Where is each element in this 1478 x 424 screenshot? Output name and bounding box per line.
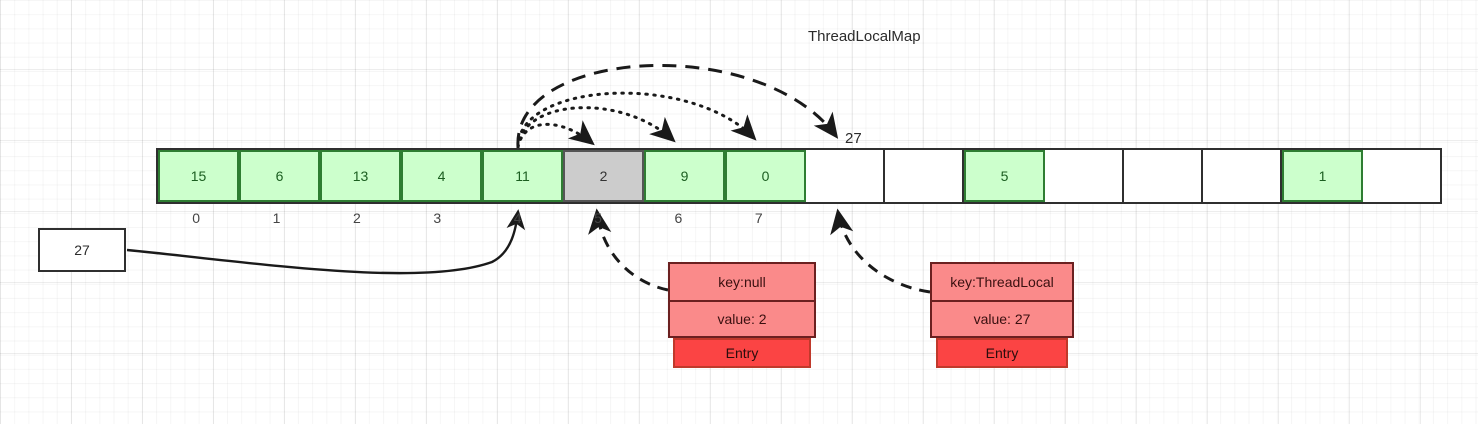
table-cell-14: 1 xyxy=(1282,150,1363,202)
table-cell-15 xyxy=(1363,150,1440,202)
table-index-row: 0 1 2 3 4 5 6 7 xyxy=(156,210,799,232)
entry-value-cell: value: 2 xyxy=(668,300,816,338)
insert-arc-4-to-8 xyxy=(516,63,839,148)
table-index-0: 0 xyxy=(192,210,201,226)
probe-arc-4-to-5 xyxy=(516,120,595,149)
table-cell-4: 11 xyxy=(482,150,563,202)
table-cell-7: 0 xyxy=(725,150,806,202)
table-index-2: 2 xyxy=(353,210,361,226)
table-cell-8 xyxy=(806,150,885,202)
entry-value-cell: value: 27 xyxy=(930,300,1074,338)
table-index-6: 6 xyxy=(674,210,683,226)
entry-type-label: Entry xyxy=(936,338,1068,368)
table-index-4: 4 xyxy=(513,210,522,226)
table-cell-10: 5 xyxy=(964,150,1045,202)
table-cell-3: 4 xyxy=(401,150,482,202)
table-cell-11 xyxy=(1045,150,1124,202)
diagram-title: ThreadLocalMap xyxy=(808,28,921,45)
entry-key-cell: key:null xyxy=(668,262,816,300)
entry-stale: key:null value: 2 Entry xyxy=(668,262,816,368)
table-index-5: 5 xyxy=(594,210,602,226)
table-cell-2: 13 xyxy=(320,150,401,202)
table-cell-13 xyxy=(1203,150,1282,202)
insert-value-label: 27 xyxy=(845,130,862,147)
threadlocal-entry-to-slot8-connector xyxy=(830,208,931,294)
table-index-7: 7 xyxy=(754,210,763,226)
table-index-1: 1 xyxy=(272,210,281,226)
table-index-3: 3 xyxy=(433,210,442,226)
entry-threadlocal: key:ThreadLocal value: 27 Entry xyxy=(930,262,1074,368)
probe-arc-4-to-7 xyxy=(516,91,757,149)
table-cell-12 xyxy=(1124,150,1203,202)
entry-key-cell: key:ThreadLocal xyxy=(930,262,1074,300)
table-cell-9 xyxy=(885,150,964,202)
probe-arc-4-to-6 xyxy=(516,106,676,149)
hash-value-box: 27 xyxy=(38,228,126,272)
table-cell-5: 2 xyxy=(563,150,644,202)
table-cell-0: 15 xyxy=(158,150,239,202)
entry-type-label: Entry xyxy=(673,338,811,368)
table-cell-6: 9 xyxy=(644,150,725,202)
table-cell-1: 6 xyxy=(239,150,320,202)
